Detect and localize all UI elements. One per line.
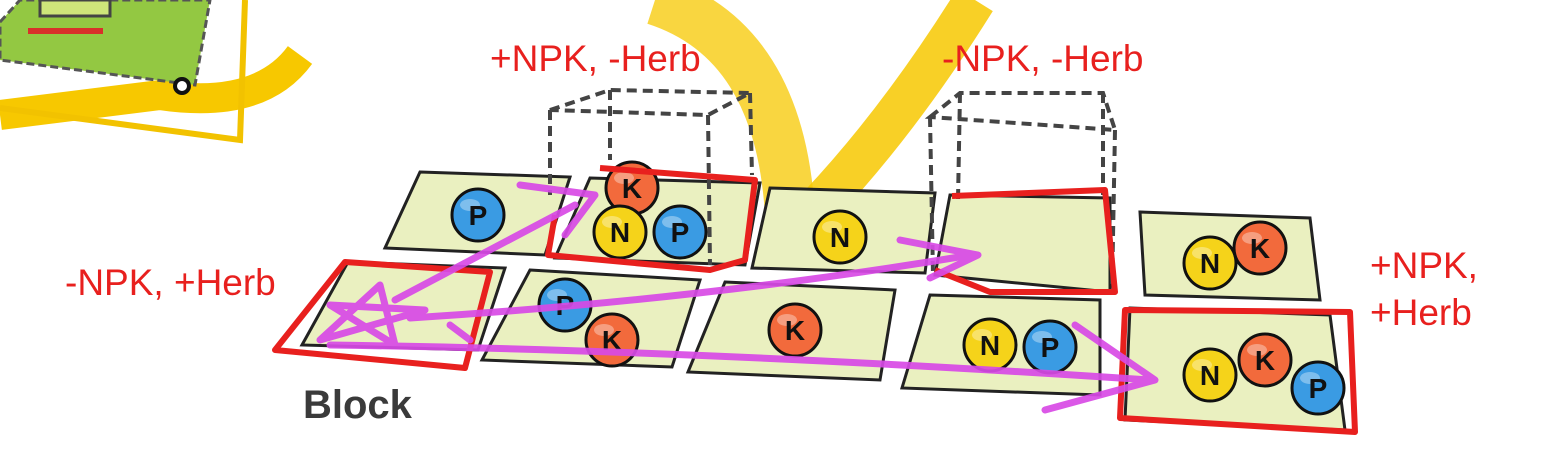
arrowhead-right	[1041, 321, 1159, 414]
yellow-arc-center	[646, 0, 815, 217]
nutrient-circle	[1182, 347, 1238, 403]
label-npk-herb-line2: +Herb	[1370, 292, 1472, 333]
nutrient-letter: P	[1309, 373, 1328, 404]
label-npk-no-herb: +NPK, -Herb	[490, 38, 701, 79]
block-label: Block	[303, 383, 412, 427]
nutrient-highlight	[822, 221, 842, 233]
arrow-to-top-left	[391, 201, 579, 304]
nutrient-circle	[1237, 332, 1293, 388]
nutrient-letter: P	[469, 200, 488, 231]
nutrient-letter: K	[602, 325, 622, 356]
nutrient-letter: P	[1041, 332, 1060, 363]
nutrient-circle	[1232, 220, 1288, 276]
nutrient-letter: N	[830, 222, 850, 253]
label-npk-herb-line1: +NPK,	[1370, 245, 1478, 286]
nutrient-highlight	[1192, 359, 1212, 371]
nutrient-highlight	[1300, 372, 1320, 384]
nutrient-token-k: K	[604, 160, 660, 216]
label-no-npk-herb: -NPK, +Herb	[65, 262, 276, 303]
nutrient-highlight	[972, 329, 992, 341]
nutrient-token-k: K	[584, 312, 640, 368]
nutrient-token-n: N	[1182, 347, 1238, 403]
nutrient-token-n: N	[962, 317, 1018, 373]
nutrient-highlight	[602, 216, 622, 228]
nutrient-letter: N	[1200, 248, 1220, 279]
nutrient-letter: K	[1250, 233, 1270, 264]
outline-right-plot	[1117, 307, 1358, 435]
nutrient-token-k: K	[767, 302, 823, 358]
nutrient-highlight	[614, 172, 634, 184]
red-outlines	[272, 165, 1358, 435]
nutrient-letter: K	[622, 173, 642, 204]
nutrient-token-k: K	[1237, 332, 1293, 388]
panel-bar	[28, 28, 103, 34]
nutrient-highlight	[1247, 344, 1267, 356]
nutrient-highlight	[547, 289, 567, 301]
panel-border	[0, 0, 248, 144]
nutrient-token-p: P	[450, 187, 506, 243]
nutrient-letter: N	[980, 330, 1000, 361]
nutrient-circle	[812, 209, 868, 265]
nutrient-token-p: P	[1290, 360, 1346, 416]
nutrient-letter: N	[610, 217, 630, 248]
nutrient-letter: K	[1255, 345, 1275, 376]
nutrient-letter: P	[671, 217, 690, 248]
nutrient-highlight	[460, 199, 480, 211]
nutrient-highlight	[1192, 247, 1212, 259]
arrowhead-block	[446, 321, 474, 344]
nutrient-circle	[592, 204, 648, 260]
plot-r2-c2	[479, 268, 703, 369]
yellow-arc-right	[804, 0, 993, 220]
nutrient-highlight	[594, 324, 614, 336]
nutrient-highlight	[662, 216, 682, 228]
nutrient-token-p: P	[1022, 319, 1078, 375]
arrowhead-top-right	[896, 236, 982, 282]
nutrient-letter: K	[785, 315, 805, 346]
nutrient-letter: N	[1200, 360, 1220, 391]
label-no-npk-no-herb: -NPK, -Herb	[942, 38, 1144, 79]
nutrient-circle	[652, 204, 708, 260]
nutrient-circle	[450, 187, 506, 243]
star-path	[316, 281, 429, 349]
nutrient-circle	[1290, 360, 1346, 416]
cage-left	[548, 87, 754, 266]
nutrient-token-n: N	[592, 204, 648, 260]
panel-node	[173, 77, 191, 95]
panel-box	[38, 0, 112, 18]
nutrient-token-p: P	[652, 204, 708, 260]
nutrient-highlight	[777, 314, 797, 326]
nutrient-circle	[767, 302, 823, 358]
arrow-to-top-right	[406, 252, 969, 322]
nutrient-token-n: N	[812, 209, 868, 265]
nutrient-token-n: N	[1182, 235, 1238, 291]
cage-right	[924, 91, 1118, 291]
outline-top-right-plot	[933, 187, 1118, 295]
arrow-to-right	[326, 341, 1154, 384]
outline-block-plot	[272, 259, 493, 371]
green-panel	[0, 0, 212, 87]
outline-top-left-plot	[545, 165, 758, 273]
magenta-arrows	[316, 181, 1159, 414]
nutrient-highlight	[1032, 331, 1052, 343]
nutrient-circle	[1182, 235, 1238, 291]
nutrient-token-k: K	[1232, 220, 1288, 276]
arrowhead-top-left	[516, 181, 599, 239]
nutrient-highlight	[1242, 232, 1262, 244]
